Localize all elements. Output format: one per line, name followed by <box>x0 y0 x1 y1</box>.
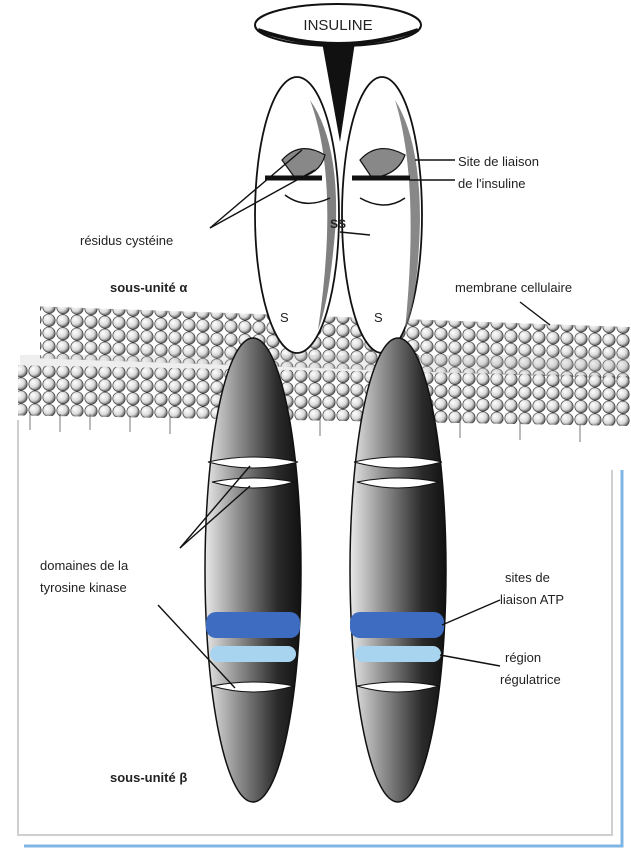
alpha-s-right: S <box>374 310 383 325</box>
regulatory-region-label-line2: régulatrice <box>500 672 561 687</box>
alpha-s-left: S <box>280 310 289 325</box>
membrane-label: membrane cellulaire <box>455 280 572 295</box>
regulatory-band-right <box>355 646 441 662</box>
tyrosine-kinase-label-line1: domaines de la <box>40 558 129 573</box>
membrane-bilayer <box>18 306 630 442</box>
insulin-label: INSULINE <box>303 17 372 34</box>
regulatory-region-label-line1: région <box>505 650 541 665</box>
beta-subunit-left <box>205 338 301 802</box>
tyrosine-kinase-label-line2: tyrosine kinase <box>40 580 127 595</box>
atp-band-left <box>206 612 300 638</box>
alpha-subunit-label: sous-unité α <box>110 280 187 295</box>
beta-subunit-right <box>350 338 446 802</box>
alpha-subunit-left: S <box>255 77 339 353</box>
atp-sites-label-line2: liaison ATP <box>500 592 564 607</box>
regulatory-band-left <box>210 646 296 662</box>
binding-site-label-line2: de l'insuline <box>458 176 526 191</box>
alpha-subunit-right: S <box>342 77 422 353</box>
binding-site-label-line1: Site de liaison <box>458 154 539 169</box>
atp-band-right <box>350 612 444 638</box>
cell-interior-outline <box>18 420 612 835</box>
cysteine-residues-label: résidus cystéine <box>80 233 173 248</box>
beta-subunit-label: sous-unité β <box>110 770 187 785</box>
atp-sites-label-line1: sites de <box>505 570 550 585</box>
disulfide-ss-label: SS <box>330 217 346 231</box>
